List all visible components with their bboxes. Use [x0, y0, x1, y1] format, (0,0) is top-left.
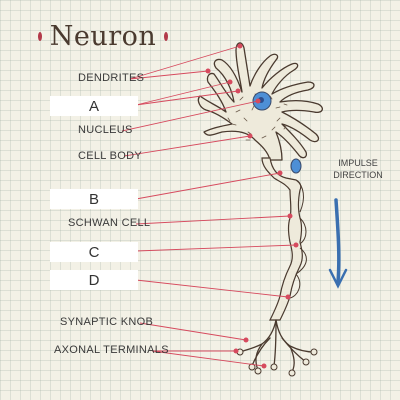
- schwann-nucleus-shape: [290, 158, 302, 174]
- answer-box-c[interactable]: C: [50, 242, 138, 262]
- leader-lines: [121, 45, 297, 367]
- title-group: Neuron: [38, 14, 168, 58]
- schwan-cell-label: SCHWAN CELL: [68, 217, 151, 229]
- synaptic-knobs: [236, 348, 318, 377]
- nucleus-label: NUCLEUS: [78, 124, 133, 136]
- answer-box-b[interactable]: B: [50, 189, 138, 209]
- axonal-terminals-label: AXONAL TERMINALS: [54, 344, 169, 356]
- cell-body-label: CELL BODY: [78, 150, 143, 162]
- myelin-sheaths: [289, 179, 307, 299]
- synaptic-knob-label: SYNAPTIC KNOB: [60, 316, 154, 328]
- answer-box-a[interactable]: A: [50, 96, 138, 116]
- title-left-dot: [38, 31, 42, 41]
- impulse-arrow: [328, 198, 348, 289]
- title-right-dot: [164, 31, 168, 41]
- impulse-label-line1: IMPULSE: [338, 158, 378, 168]
- impulse-label-line2: DIRECTION: [333, 170, 383, 180]
- leader-dots: [205, 43, 299, 369]
- axon-shape: [261, 157, 303, 321]
- page-title: Neuron: [49, 20, 157, 52]
- dendrites-label: DENDRITES: [78, 72, 145, 84]
- answer-box-d[interactable]: D: [50, 270, 138, 290]
- impulse-direction-label: IMPULSE DIRECTION: [333, 157, 383, 181]
